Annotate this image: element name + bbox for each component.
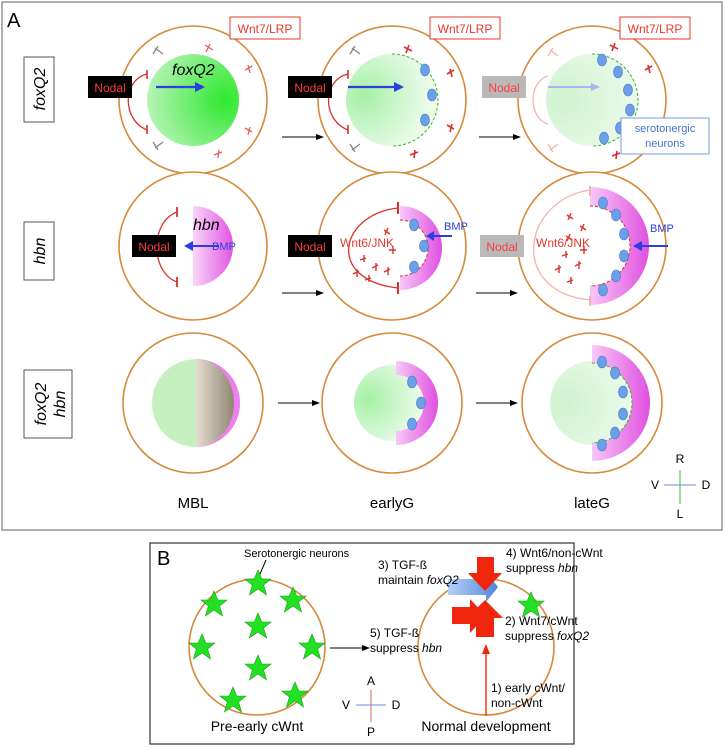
embryo-hbn-lateg: BMP Wnt6/JNK	[517, 171, 674, 321]
nodal-label-foxq2-lateg: Nodal	[488, 81, 519, 95]
stage-arrowhead-r1-a	[316, 134, 324, 140]
step3-line2: maintain foxQ2	[378, 573, 459, 587]
embryo-pre-early-cwnt	[188, 569, 326, 716]
caption-pre-early-cwnt: Pre-early cWnt	[211, 718, 304, 734]
step4-gene: hbn	[558, 561, 578, 575]
panel-a-frame	[1, 1, 723, 531]
panel-a-label: A	[7, 10, 21, 32]
serotonergic-line2: neurons	[645, 138, 685, 150]
wnt7-box-earlyg	[429, 16, 501, 40]
embryo-hbn-earlyg: BMP Wnt6/JNK	[317, 171, 468, 321]
wnt7-label-lateg: Wnt7/LRP	[628, 22, 683, 36]
bmp-label-mbl: BMP	[212, 241, 236, 253]
nodal-label-foxq2-mbl: Nodal	[94, 81, 125, 95]
row-label-foxq2-text: foxQ2	[32, 68, 49, 111]
bmp-label-earlyg: BMP	[444, 221, 468, 233]
panel-b-frame	[149, 542, 575, 745]
step5-line2: suppress hbn	[370, 641, 442, 655]
stage-arrowhead-r2-a	[316, 290, 324, 296]
axis-a-down: L	[677, 507, 684, 521]
axis-indicator-a: R L V D	[651, 452, 711, 521]
step5-line1: 5) TGF-ß	[370, 626, 419, 640]
serotonergic-annotation: Serotonergic neurons	[244, 548, 350, 560]
nodal-label-foxq2-earlyg: Nodal	[294, 81, 325, 95]
step1-line2: non-cWnt	[491, 696, 543, 710]
embryo-hbn-mbl: BMP hbn	[118, 171, 268, 321]
step4-line2: suppress hbn	[506, 561, 578, 575]
tgf-suppress-arrow	[452, 599, 486, 633]
step4-prefix: suppress	[506, 561, 558, 575]
step2-line2: suppress foxQ2	[505, 629, 589, 643]
stage-arrowhead-r2-b	[510, 290, 518, 296]
nodal-box-hbn-earlyg	[288, 235, 332, 257]
axis-b-left: V	[342, 698, 350, 712]
hbn-gene-label: hbn	[193, 217, 220, 234]
nodal-label-hbn-lateg: Nodal	[486, 240, 517, 254]
step2-gene: foxQ2	[557, 629, 589, 643]
embryo-both-lateg	[521, 332, 663, 474]
nodal-box-foxq2-earlyg	[288, 76, 332, 98]
early-cwnt-arrowhead	[482, 644, 490, 654]
row-label-hbn-text: hbn	[32, 238, 49, 265]
stage-arrowhead-r1-b	[513, 134, 521, 140]
stage-arrowhead-r3-b	[510, 400, 518, 406]
row-label-foxq2-hbn-line2: hbn	[52, 391, 69, 418]
wnt6-label-earlyg: Wnt6/JNK	[340, 236, 394, 250]
axis-a-up: R	[676, 452, 685, 466]
embryo-both-earlyg	[321, 332, 463, 474]
wnt6-suppress-arrow	[468, 557, 502, 591]
transition-arrowhead-b	[362, 645, 370, 651]
step4-line1: 4) Wnt6/non-cWnt	[506, 546, 603, 560]
caption-normal-development: Normal development	[421, 718, 550, 734]
panel-b-label: B	[157, 548, 170, 570]
nodal-box-foxq2-mbl	[88, 76, 132, 98]
step3-line1: 3) TGF-ß	[378, 558, 427, 572]
nodal-label-hbn-earlyg: Nodal	[294, 240, 325, 254]
wnt7-label-earlyg: Wnt7/LRP	[438, 22, 493, 36]
axis-a-left: V	[651, 478, 659, 492]
stage-label-earlyg: earlyG	[370, 495, 414, 512]
step3-gene: foxQ2	[427, 573, 459, 587]
embryo-foxq2-mbl: foxQ2	[118, 25, 268, 175]
row-label-hbn: hbn	[23, 221, 55, 281]
step1-line1: 1) early cWnt/	[491, 681, 566, 695]
step2-line1: 2) Wnt7/cWnt	[505, 614, 578, 628]
stage-label-mbl: MBL	[178, 495, 209, 512]
foxq2-gene-label: foxQ2	[172, 62, 215, 79]
row-label-foxq2: foxQ2	[23, 56, 55, 123]
row-label-foxq2-hbn-line1: foxQ2	[33, 383, 50, 426]
wnt6-label-lateg: Wnt6/JNK	[536, 236, 590, 250]
step3-prefix: maintain	[378, 573, 427, 587]
axis-b-up: A	[367, 674, 375, 688]
step2-prefix: suppress	[505, 629, 557, 643]
serotonergic-box	[620, 117, 710, 155]
nodal-box-hbn-lateg	[480, 235, 524, 257]
nodal-label-hbn-mbl: Nodal	[138, 240, 169, 254]
row-label-foxq2-hbn: foxQ2 hbn	[23, 369, 73, 439]
stage-label-lateg: lateG	[574, 495, 610, 512]
annotation-pointer	[259, 559, 267, 575]
step5-prefix: suppress	[370, 641, 422, 655]
serotonergic-line1: serotonergic	[635, 123, 696, 135]
wnt7-label-mbl: Wnt7/LRP	[238, 22, 293, 36]
embryo-both-mbl	[122, 332, 264, 474]
axis-b-down: P	[367, 725, 375, 739]
nodal-box-foxq2-lateg	[482, 76, 526, 98]
nodal-box-hbn-mbl	[132, 235, 176, 257]
stage-arrowhead-r3-a	[312, 400, 320, 406]
embryo-foxq2-earlyg	[317, 25, 467, 175]
wnt7-box-lateg	[619, 16, 691, 40]
axis-b-right: D	[392, 698, 401, 712]
axis-indicator-b: A P V D	[342, 674, 401, 739]
bmp-label-lateg: BMP	[650, 223, 674, 235]
axis-a-right: D	[702, 478, 711, 492]
wnt7-box-mbl	[229, 16, 301, 40]
step5-gene: hbn	[422, 641, 442, 655]
